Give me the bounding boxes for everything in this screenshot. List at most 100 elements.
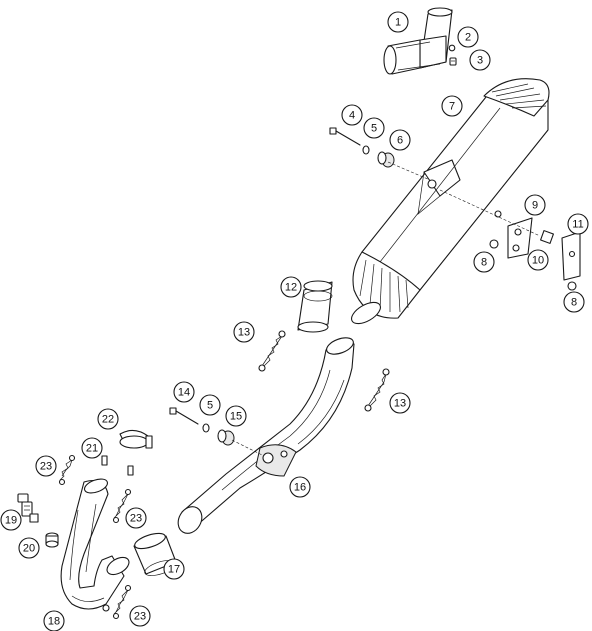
callout-number: 13 (394, 398, 406, 410)
part-6-grommet-upper (377, 151, 395, 168)
callout-labels: 1234567889101112131314515161718192021222… (0, 11, 589, 631)
leader-bracket-line (439, 189, 541, 237)
callout-c13a: 13 (233, 321, 255, 343)
callout-number: 16 (294, 482, 306, 494)
callout-c2: 2 (457, 26, 479, 48)
callout-c21: 21 (81, 437, 103, 459)
callout-circle (567, 213, 589, 235)
callout-circle (363, 117, 385, 139)
callout-circle (441, 95, 463, 117)
part-12-connector-sleeve (297, 280, 333, 333)
part-5-washer-upper (362, 145, 370, 155)
part-23-spring-a (58, 454, 76, 486)
callout-number: 5 (207, 400, 213, 412)
part-23-spring-c (112, 584, 132, 620)
callout-c12: 12 (280, 276, 302, 298)
callout-circle (457, 26, 479, 48)
callout-c8b: 8 (563, 291, 585, 313)
callout-c23b: 23 (125, 507, 147, 529)
part-2-washer (448, 44, 456, 52)
callout-c16: 16 (289, 476, 311, 498)
leader-header-mount (231, 439, 265, 457)
part-7-silencer (351, 78, 550, 325)
callout-c11: 11 (567, 213, 589, 235)
callout-c22: 22 (97, 408, 119, 430)
callout-circle (524, 194, 546, 216)
callout-c1: 1 (387, 11, 409, 33)
callout-number: 13 (238, 327, 250, 339)
callout-c19: 19 (0, 509, 22, 531)
callout-circle (527, 249, 549, 271)
callout-circle (0, 509, 22, 531)
callout-circle (389, 392, 411, 414)
part-8-nut-lower (567, 281, 577, 291)
callout-c18: 18 (43, 610, 65, 631)
callout-number: 23 (130, 513, 142, 525)
callout-circle (225, 405, 247, 427)
part-13-spring-right (364, 368, 390, 412)
callout-c20: 20 (18, 537, 40, 559)
callout-number: 10 (532, 255, 544, 267)
callout-number: 3 (477, 55, 483, 67)
callout-circle (163, 558, 185, 580)
callout-circle (563, 291, 585, 313)
callout-c10: 10 (527, 249, 549, 271)
callout-circle (389, 129, 411, 151)
callout-c15: 15 (225, 405, 247, 427)
callout-c9: 9 (524, 194, 546, 216)
callout-c6: 6 (389, 129, 411, 151)
callout-number: 22 (102, 414, 114, 426)
callout-circle (125, 507, 147, 529)
callout-c23c: 23 (129, 605, 151, 627)
part-19-sensor (17, 493, 39, 523)
callout-circle (199, 394, 221, 416)
callout-number: 23 (40, 461, 52, 473)
part-21-stud (101, 455, 134, 476)
callout-number: 5 (371, 123, 377, 135)
callout-number: 9 (532, 200, 538, 212)
part-3-screw (449, 57, 457, 66)
callout-number: 4 (349, 110, 355, 122)
part-13-spring-left (258, 330, 286, 372)
part-9-bracket (507, 217, 533, 259)
callout-c4: 4 (341, 104, 363, 126)
callout-circle (129, 605, 151, 627)
callout-number: 23 (134, 611, 146, 623)
callout-c7: 7 (441, 95, 463, 117)
part-14-bolt (169, 407, 199, 425)
callout-number: 14 (178, 387, 190, 399)
part-11-plate (561, 231, 581, 281)
callout-number: 17 (168, 564, 180, 576)
callout-c13b: 13 (389, 392, 411, 414)
part-23-spring-b (112, 488, 132, 524)
part-1-tailpipe-insert (383, 7, 453, 75)
callout-c3: 3 (469, 49, 491, 71)
callout-circle (18, 537, 40, 559)
callout-number: 2 (465, 32, 471, 44)
callout-c23a: 23 (35, 455, 57, 477)
callout-circle (43, 610, 65, 631)
callout-number: 20 (23, 543, 35, 555)
callout-number: 15 (230, 411, 242, 423)
callout-circle (233, 321, 255, 343)
part-15-grommet-lower (217, 429, 235, 446)
callout-circle (173, 381, 195, 403)
callout-circle (81, 437, 103, 459)
leader-silencer-mount (387, 161, 431, 181)
part-18-front-pipe (60, 478, 130, 612)
part-10-nut (540, 230, 554, 244)
callout-c17: 17 (163, 558, 185, 580)
part-4-bolt (329, 127, 361, 146)
callout-number: 7 (449, 101, 455, 113)
callout-number: 1 (395, 17, 401, 29)
callout-c5b: 5 (199, 394, 221, 416)
callout-c14: 14 (173, 381, 195, 403)
callout-circle (387, 11, 409, 33)
callout-circle (473, 251, 495, 273)
callout-number: 12 (285, 282, 297, 294)
callout-circle (341, 104, 363, 126)
callout-number: 21 (86, 443, 98, 455)
callout-number: 6 (397, 135, 403, 147)
callout-number: 8 (481, 257, 487, 269)
